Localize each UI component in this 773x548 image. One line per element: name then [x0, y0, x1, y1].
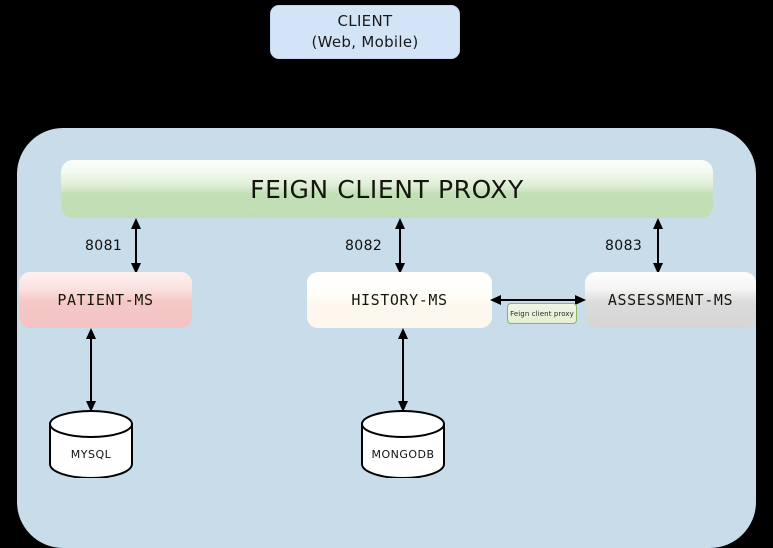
service-box-patient-ms: PATIENT-MS: [19, 272, 192, 328]
feign-client-proxy-label: FEIGN CLIENT PROXY: [250, 174, 524, 204]
arrow-patient-to-mysql: [86, 328, 96, 412]
arrow-history-to-assessment: [490, 295, 586, 305]
client-box: CLIENT (Web, Mobile): [270, 5, 460, 59]
database-mysql: MYSQL: [48, 410, 134, 479]
cylinder-icon: [361, 410, 445, 479]
service-box-history-ms: HISTORY-MS: [307, 272, 492, 328]
cylinder-icon: [49, 410, 133, 479]
port-label-patient: 8081: [85, 238, 123, 254]
port-label-history: 8082: [345, 238, 383, 254]
port-label-assessment: 8083: [605, 238, 643, 254]
arrow-proxy-to-assessment: [653, 218, 663, 274]
arrow-history-to-mongodb: [398, 328, 408, 412]
service-label-patient-ms: PATIENT-MS: [57, 291, 154, 309]
database-mongodb: MONGODB: [360, 410, 446, 479]
feign-client-proxy-tag: Feign client proxy: [507, 303, 577, 324]
client-subtitle: (Web, Mobile): [311, 33, 419, 51]
service-label-history-ms: HISTORY-MS: [351, 291, 448, 309]
feign-client-proxy-bar: FEIGN CLIENT PROXY: [61, 160, 713, 218]
arrow-proxy-to-patient: [131, 218, 141, 274]
arrow-proxy-to-history: [395, 218, 405, 274]
client-title: CLIENT: [337, 12, 393, 31]
service-box-assessment-ms: ASSESSMENT-MS: [585, 272, 756, 328]
diagram-canvas: CLIENT (Web, Mobile) FEIGN CLIENT PROXY …: [17, 5, 756, 548]
service-label-assessment-ms: ASSESSMENT-MS: [607, 291, 734, 309]
feign-client-proxy-tag-label: Feign client proxy: [510, 309, 574, 318]
